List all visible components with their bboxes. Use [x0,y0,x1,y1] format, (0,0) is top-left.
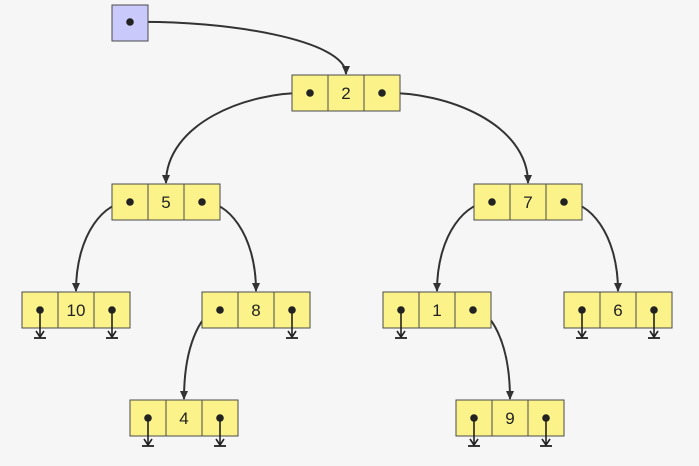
value-cell [327,74,365,112]
right-pointer-dot [469,306,477,314]
tree-node-9: 9 [455,399,565,447]
null-pointer-icon [468,418,480,447]
tree-node-1: 1 [382,291,492,339]
edge-2-to-7 [381,91,532,184]
value-cell [509,183,547,221]
value-cell [491,399,529,437]
null-pointer-icon [395,310,407,339]
right-pointer-dot [198,198,206,206]
value-cell [165,399,203,437]
tree-node-5: 5 [111,183,221,221]
left-pointer-dot [216,306,224,314]
edge-2-to-5 [162,91,311,184]
node-value: 1 [432,301,441,320]
tree-node-7: 7 [473,183,583,221]
root-pointer-dot [126,18,134,26]
value-cell [418,291,456,329]
node-value: 6 [613,301,622,320]
node-value: 2 [341,84,350,103]
null-pointer-icon [34,310,46,339]
node-value: 5 [161,193,170,212]
node-value: 8 [251,301,260,320]
tree-nodes: 2 5 7 10 8 1 6 4 9 [21,74,673,447]
root-pointer [111,4,149,42]
left-pointer-dot [126,198,134,206]
node-value: 10 [67,301,86,320]
null-pointer-icon [286,310,298,339]
null-pointer-icon [142,418,154,447]
left-pointer-dot [306,89,314,97]
node-value: 9 [505,409,514,428]
value-cell [599,291,637,329]
tree-node-10: 10 [21,291,131,339]
value-cell [147,183,185,221]
left-pointer-dot [488,198,496,206]
edge-root-to-2 [129,20,350,75]
null-pointer-icon [106,310,118,339]
right-pointer-dot [378,89,386,97]
tree-node-4: 4 [129,399,239,447]
root-pointer-box [111,4,149,42]
null-pointer-icon [540,418,552,447]
left-pointer-cell [111,183,149,221]
null-pointer-icon [214,418,226,447]
value-cell [237,291,275,329]
null-pointer-icon [648,310,660,339]
node-value: 4 [179,409,188,428]
tree-node-6: 6 [563,291,673,339]
node-value: 7 [523,193,532,212]
tree-node-2: 2 [291,74,401,112]
right-pointer-dot [560,198,568,206]
null-pointer-icon [576,310,588,339]
tree-node-8: 8 [201,291,311,339]
